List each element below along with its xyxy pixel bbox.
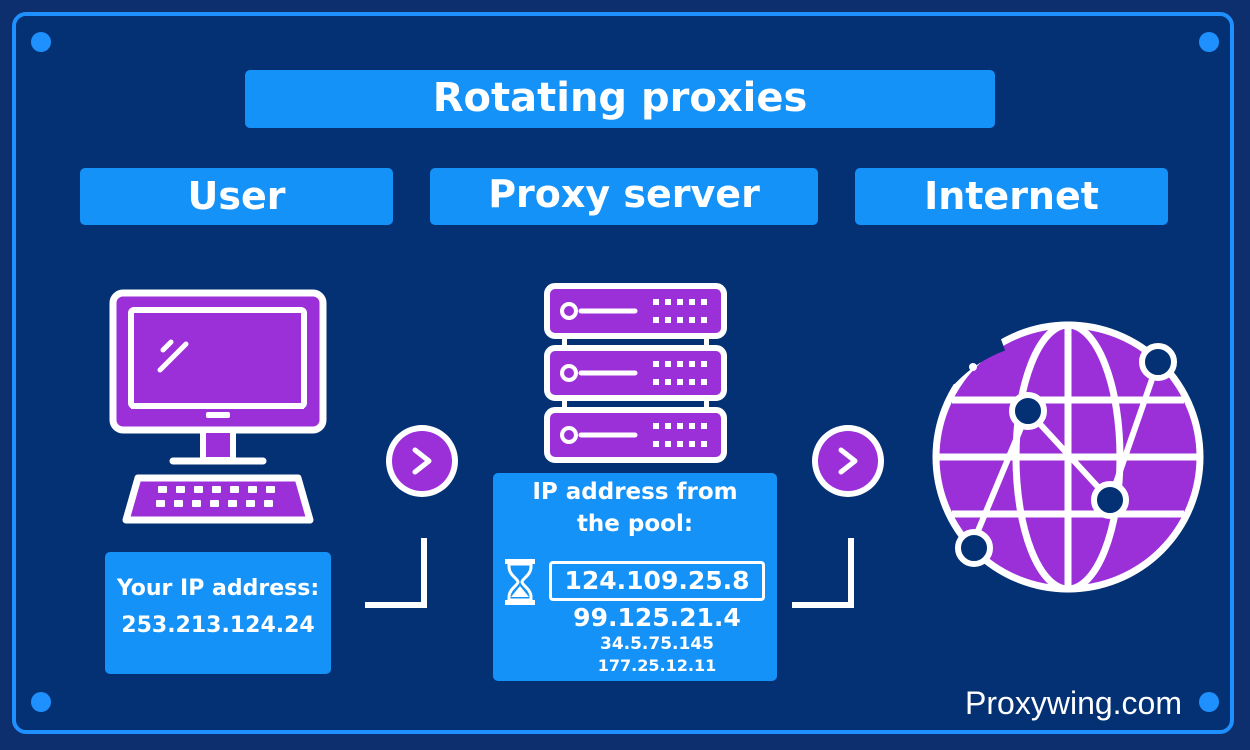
pool-ip-2: 99.125.21.4: [573, 603, 741, 632]
arrow-right-icon-1: [386, 425, 458, 497]
column-header-internet: Internet: [855, 168, 1168, 225]
proxy-ip-pool-box: IP address from the pool: 124.109.25.8 9…: [493, 473, 777, 681]
connector-bracket-right: [792, 538, 854, 608]
pool-label-line2: the pool:: [576, 511, 694, 537]
corner-dot-bottom-right: [1199, 692, 1219, 712]
server-icon: [544, 283, 727, 463]
arrow-right-icon: [818, 431, 878, 491]
corner-dot-bottom-left: [31, 692, 51, 712]
diagram-title: Rotating proxies: [245, 70, 995, 128]
brand-watermark: Proxywing.com: [965, 685, 1182, 721]
active-ip-frame: 124.109.25.8: [549, 561, 765, 601]
user-ip-value: 253.213.124.24: [121, 613, 315, 638]
globe-icon: [932, 321, 1204, 593]
connector-bracket-left: [365, 538, 427, 608]
pool-label-line1: IP address from: [532, 479, 738, 505]
hourglass-icon: [505, 559, 535, 605]
corner-dot-top-left: [31, 32, 51, 52]
user-ip-label: Your IP address:: [116, 576, 320, 601]
arrow-right-icon: [392, 431, 452, 491]
pool-ip-4: 177.25.12.11: [597, 656, 717, 675]
column-header-user: User: [80, 168, 393, 225]
active-ip-value: 124.109.25.8: [564, 566, 750, 595]
column-header-proxy-server: Proxy server: [430, 168, 818, 225]
arrow-right-icon-2: [812, 425, 884, 497]
user-ip-box: Your IP address: 253.213.124.24: [105, 552, 331, 674]
pool-ip-3: 34.5.75.145: [599, 634, 714, 654]
corner-dot-top-right: [1199, 32, 1219, 52]
computer-icon: [109, 289, 327, 524]
